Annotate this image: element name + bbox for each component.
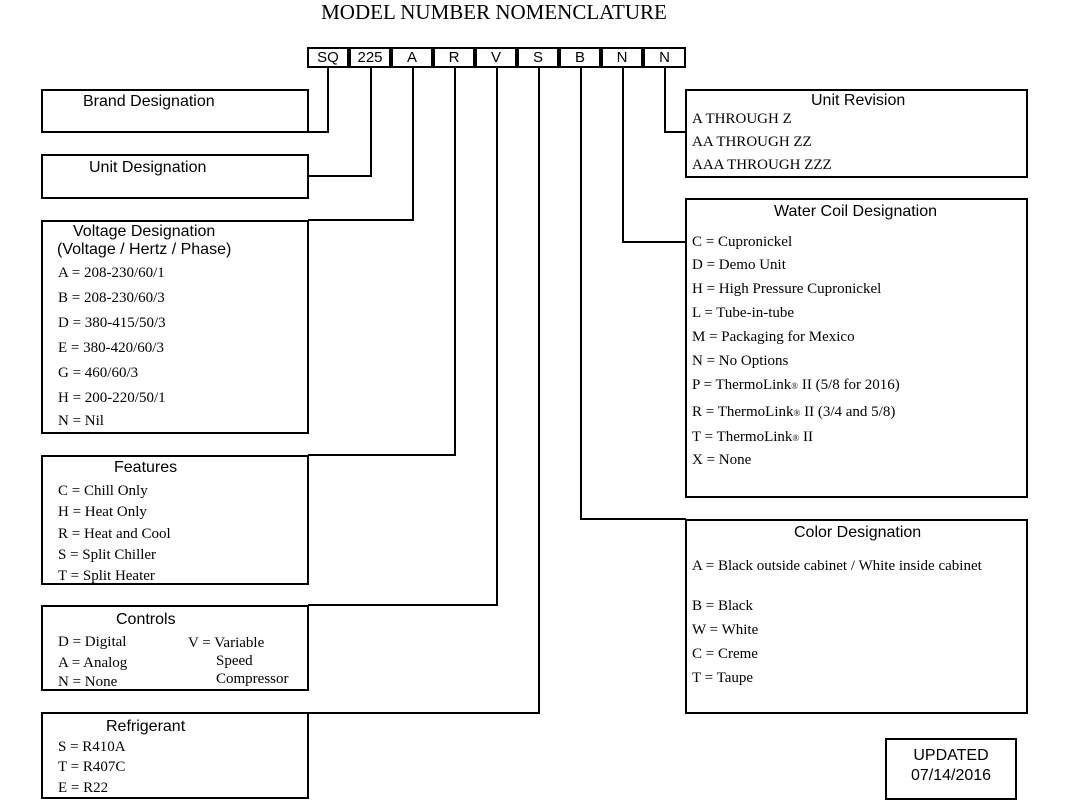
- connector-refrigerant: [308, 68, 540, 714]
- revision-item: A THROUGH Z: [692, 111, 792, 127]
- connector-features: [308, 68, 456, 456]
- brand-designation-box: Brand Designation: [41, 89, 309, 133]
- registered-mark: ®: [791, 381, 799, 391]
- voltage-item: H = 200-220/50/1: [58, 390, 166, 406]
- revision-item: AA THROUGH ZZ: [692, 134, 812, 150]
- connector-water-coil: [622, 68, 686, 243]
- updated-label: UPDATED: [913, 747, 989, 764]
- controls-item: N = None: [58, 674, 118, 690]
- water-coil-designation-box: Water Coil Designation C = Cupronickel D…: [685, 198, 1028, 498]
- controls-box: Controls D = Digital A = Analog N = None…: [41, 605, 309, 691]
- color-item: B = Black: [692, 598, 753, 614]
- segment-water-coil: N: [601, 47, 643, 68]
- segment-color: B: [559, 47, 601, 68]
- thermolink-prefix: R = ThermoLink: [692, 404, 794, 420]
- water-coil-item: C = Cupronickel: [692, 234, 793, 250]
- water-coil-item: N = No Options: [692, 353, 789, 369]
- water-coil-item: D = Demo Unit: [692, 257, 786, 273]
- color-item: W = White: [692, 622, 759, 638]
- voltage-item: G = 460/60/3: [58, 365, 139, 381]
- segment-unit: 225: [349, 47, 391, 68]
- unit-designation-box: Unit Designation: [41, 154, 309, 199]
- color-item: A = Black outside cabinet / White inside…: [692, 558, 982, 574]
- segment-refrigerant: S: [517, 47, 559, 68]
- color-designation-box: Color Designation A = Black outside cabi…: [685, 519, 1028, 714]
- features-box: Features C = Chill Only H = Heat Only R …: [41, 455, 309, 585]
- brand-designation-title: Brand Designation: [83, 93, 215, 110]
- controls-variable-item: Speed: [216, 653, 253, 669]
- segment-features: R: [433, 47, 475, 68]
- water-coil-item: M = Packaging for Mexico: [692, 329, 855, 345]
- thermolink-suffix: II (3/4 and 5/8): [800, 404, 896, 420]
- registered-mark: ®: [793, 408, 801, 418]
- features-item: T = Split Heater: [58, 568, 155, 584]
- registered-mark: ®: [792, 433, 800, 443]
- connector-revision: [664, 68, 686, 133]
- connector-unit: [308, 68, 372, 177]
- page-title: MODEL NUMBER NOMENCLATURE: [321, 0, 667, 24]
- unit-designation-title: Unit Designation: [89, 159, 207, 176]
- controls-variable-item: V = Variable: [188, 635, 265, 651]
- voltage-designation-title: Voltage Designation: [73, 223, 216, 240]
- color-item: T = Taupe: [692, 670, 754, 686]
- controls-item: D = Digital: [58, 634, 127, 650]
- refrigerant-title: Refrigerant: [106, 718, 186, 735]
- thermolink-suffix: II (5/8 for 2016): [798, 377, 900, 393]
- refrigerant-item: T = R407C: [58, 759, 126, 775]
- controls-item: A = Analog: [58, 655, 128, 671]
- refrigerant-box: Refrigerant S = R410A T = R407C E = R22: [41, 712, 309, 799]
- voltage-item: A = 208-230/60/1: [58, 265, 165, 281]
- features-item: H = Heat Only: [58, 504, 147, 520]
- revision-item: AAA THROUGH ZZZ: [692, 157, 832, 173]
- thermolink-suffix: II: [799, 429, 813, 445]
- voltage-designation-subtitle: (Voltage / Hertz / Phase): [57, 241, 232, 258]
- controls-variable-item: Compressor: [216, 671, 289, 687]
- thermolink-prefix: T = ThermoLink: [692, 429, 793, 445]
- connector-color: [580, 68, 686, 520]
- water-coil-item: X = None: [692, 452, 752, 468]
- segment-controls: V: [475, 47, 517, 68]
- voltage-item: D = 380-415/50/3: [58, 315, 166, 331]
- connector-voltage: [308, 68, 414, 221]
- voltage-designation-box: Voltage Designation (Voltage / Hertz / P…: [41, 220, 309, 434]
- voltage-item: B = 208-230/60/3: [58, 290, 165, 306]
- features-item: S = Split Chiller: [58, 547, 157, 563]
- segment-voltage: A: [391, 47, 433, 68]
- connector-brand: [308, 68, 329, 133]
- thermolink-prefix: P = ThermoLink: [692, 377, 792, 393]
- refrigerant-item: S = R410A: [58, 739, 126, 755]
- water-coil-item: L = Tube-in-tube: [692, 305, 795, 321]
- unit-revision-title: Unit Revision: [811, 92, 906, 109]
- segment-revision: N: [643, 47, 686, 68]
- water-coil-item: H = High Pressure Cupronickel: [692, 281, 882, 297]
- color-designation-title: Color Designation: [794, 524, 922, 541]
- unit-revision-box: Unit Revision A THROUGH Z AA THROUGH ZZ …: [685, 89, 1028, 178]
- segment-brand: SQ: [307, 47, 349, 68]
- features-item: C = Chill Only: [58, 483, 148, 499]
- refrigerant-item: E = R22: [58, 780, 109, 796]
- updated-box: UPDATED 07/14/2016: [885, 738, 1017, 800]
- updated-date: 07/14/2016: [910, 767, 992, 784]
- voltage-item: E = 380-420/60/3: [58, 340, 164, 356]
- water-coil-designation-title: Water Coil Designation: [774, 203, 938, 220]
- features-title: Features: [114, 459, 178, 476]
- connector-controls: [308, 68, 498, 606]
- controls-title: Controls: [116, 611, 176, 628]
- water-coil-thermolink-item: T = ThermoLink® II: [692, 429, 813, 446]
- color-item: C = Creme: [692, 646, 758, 662]
- water-coil-thermolink-item: R = ThermoLink® II (3/4 and 5/8): [692, 404, 895, 421]
- water-coil-thermolink-item: P = ThermoLink® II (5/8 for 2016): [692, 377, 900, 394]
- features-item: R = Heat and Cool: [58, 526, 171, 542]
- voltage-item: N = Nil: [58, 413, 104, 429]
